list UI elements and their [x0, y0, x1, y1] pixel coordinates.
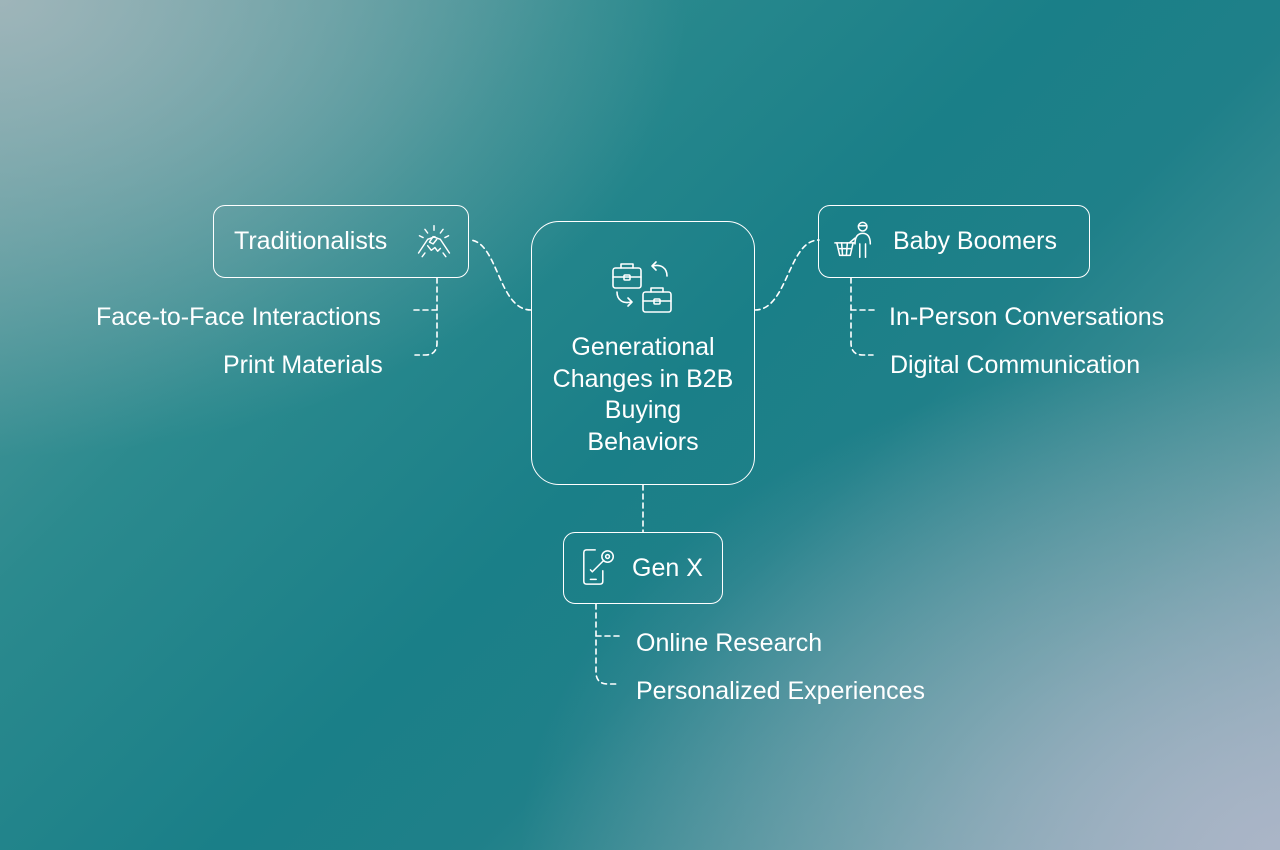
branch-traditionalists-label: Traditionalists	[234, 227, 388, 255]
connector-gen-x-items	[595, 603, 619, 685]
branch-baby-boomers: Baby Boomers	[818, 205, 1090, 278]
branch-traditionalists: Traditionalists	[213, 205, 469, 278]
gen-x-item-personalized: Personalized Experiences	[636, 677, 926, 705]
branch-baby-boomers-label: Baby Boomers	[893, 227, 1057, 255]
mobile-search-icon	[583, 549, 615, 585]
baby-boomers-item-in-person: In-Person Conversations	[889, 303, 1165, 331]
briefcase-exchange-icon	[612, 261, 672, 313]
traditionalists-item-print-materials: Print Materials	[223, 351, 383, 379]
connector-traditionalists-items	[414, 277, 438, 356]
connector-center-traditionalists	[468, 239, 532, 311]
traditionalists-item-face-to-face: Face-to-Face Interactions	[96, 303, 381, 331]
connector-baby-boomers-items	[850, 277, 874, 356]
handshake-icon	[417, 225, 451, 258]
gen-x-item-online-research: Online Research	[636, 629, 823, 657]
central-topic-title: Generational Changes in B2B Buying Behav…	[552, 333, 734, 456]
baby-boomers-item-digital: Digital Communication	[890, 351, 1141, 379]
shopper-basket-icon	[834, 221, 872, 259]
branch-gen-x-label: Gen X	[632, 553, 703, 582]
central-topic: Generational Changes in B2B Buying Behav…	[531, 221, 755, 485]
branch-gen-x: Gen X	[563, 532, 723, 604]
connector-center-baby-boomers	[754, 239, 820, 311]
